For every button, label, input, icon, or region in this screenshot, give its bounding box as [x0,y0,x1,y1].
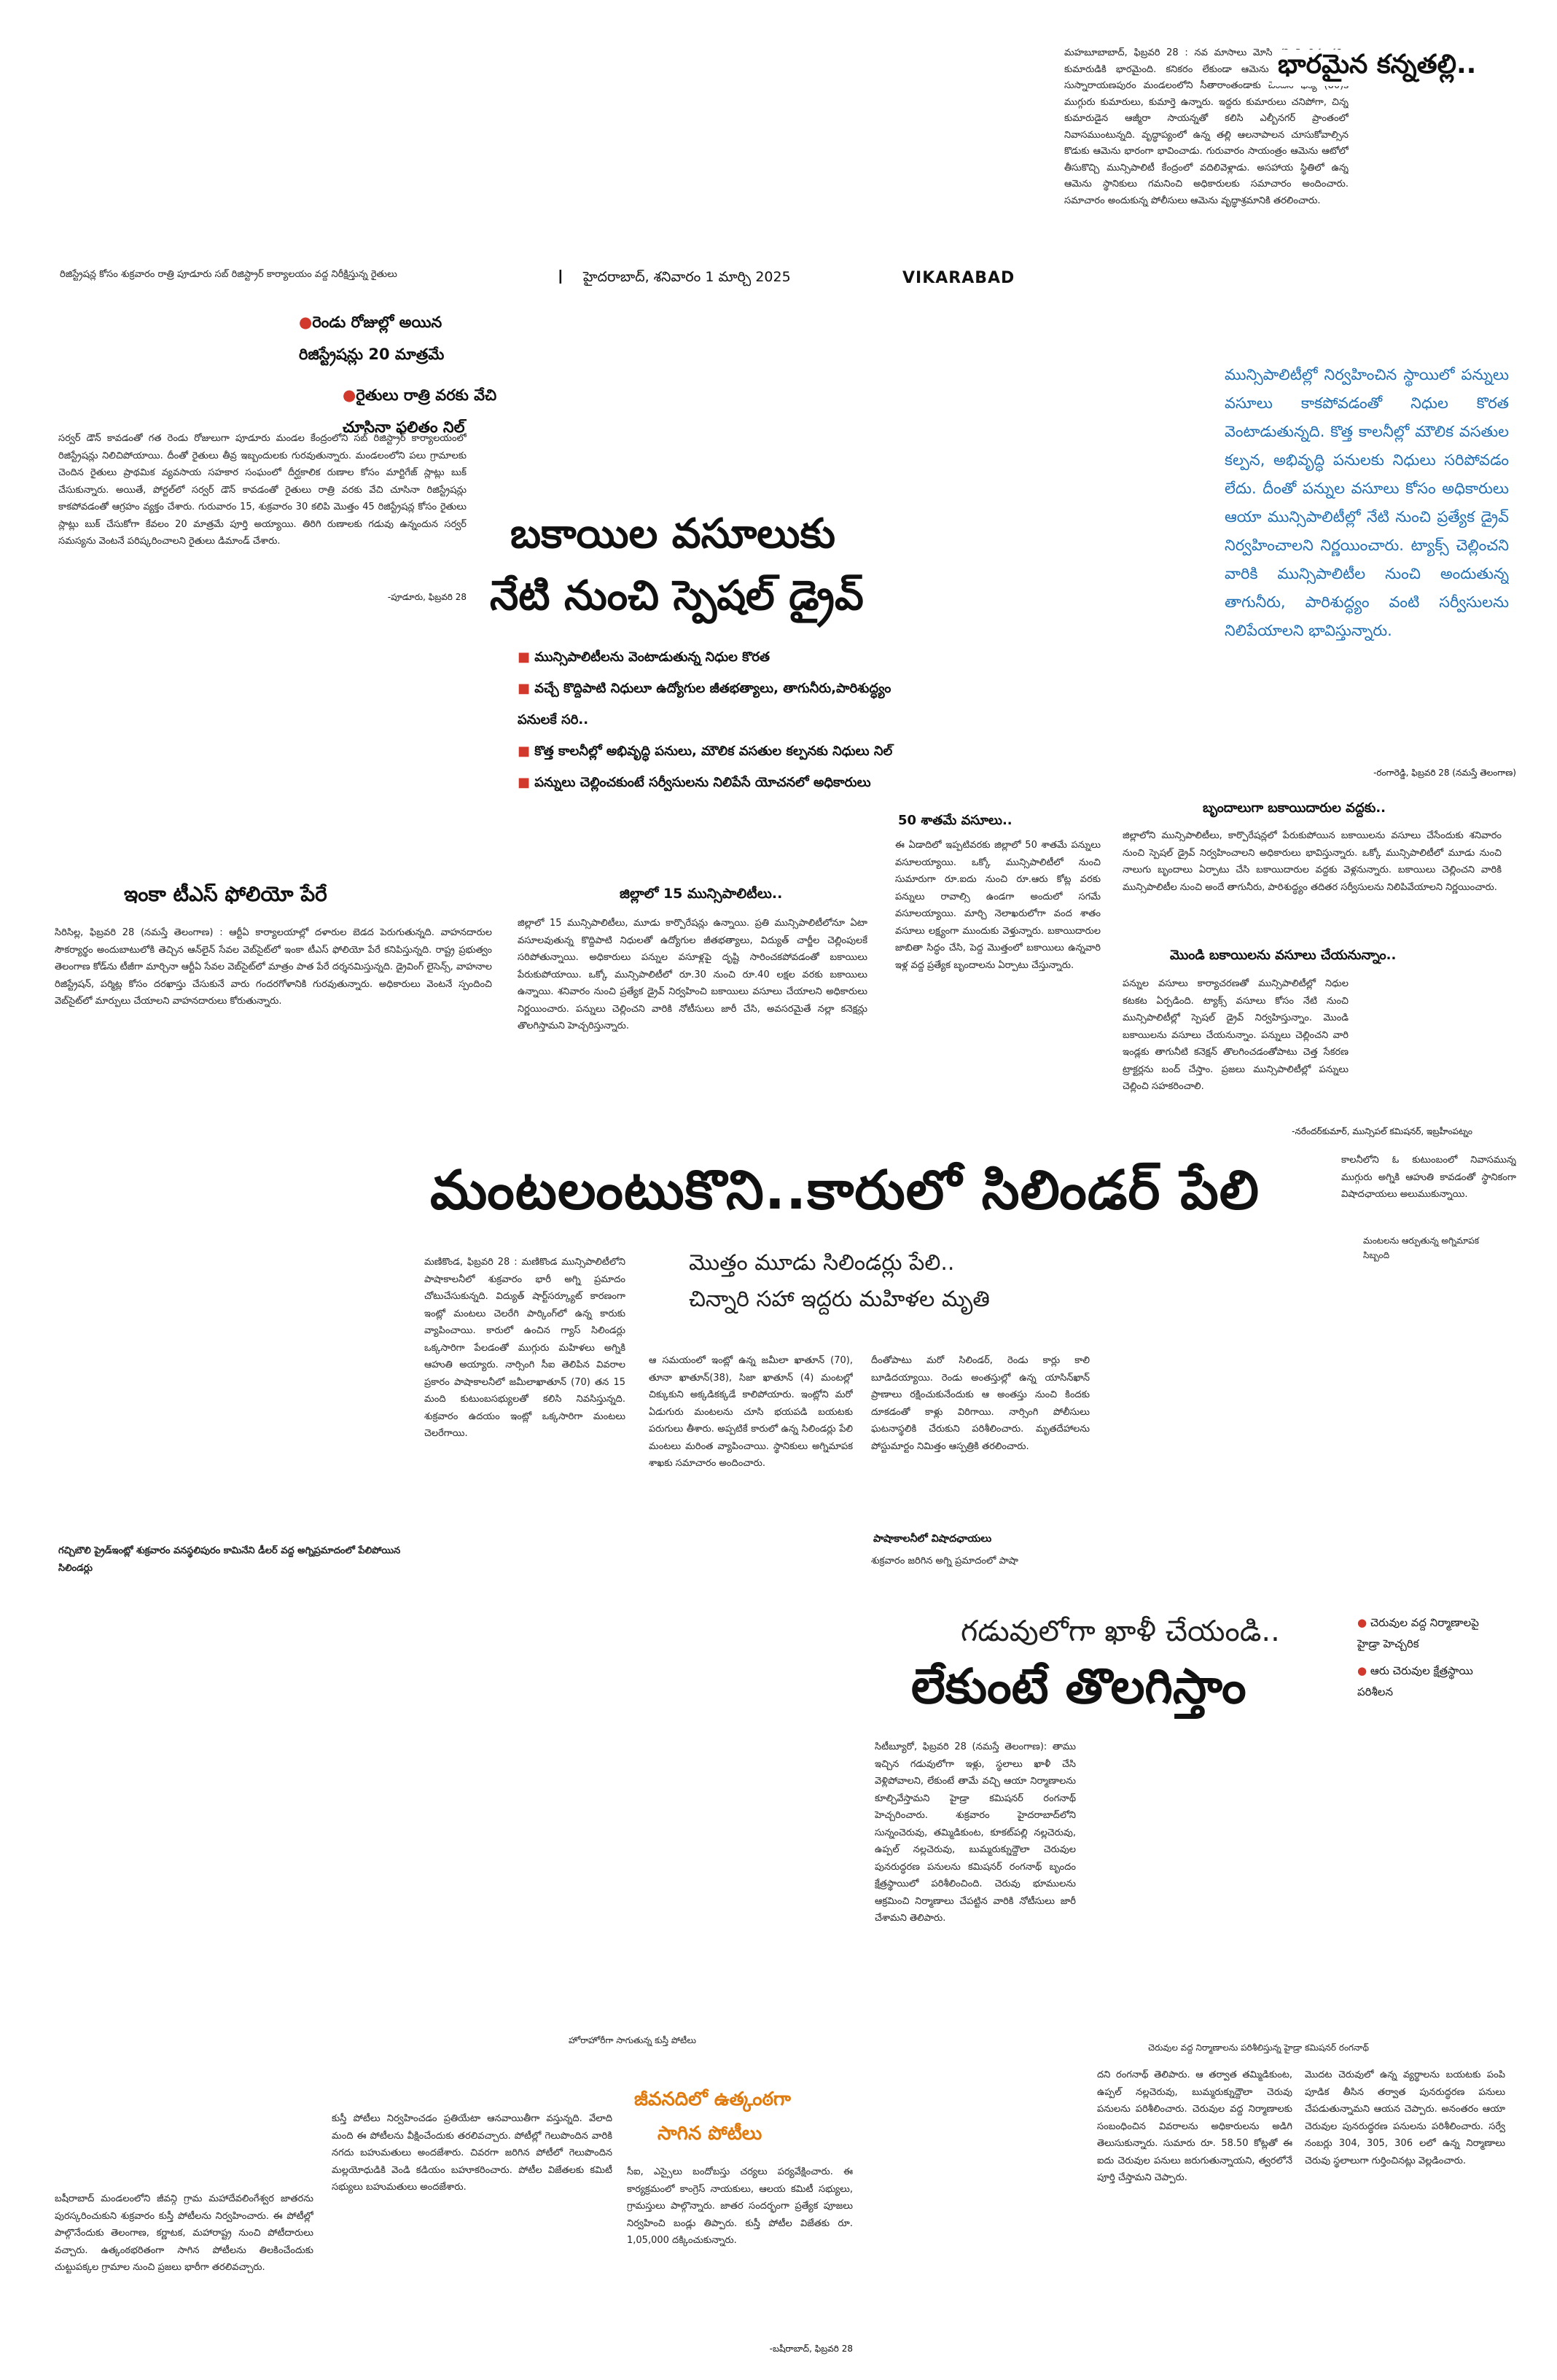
bullet-dot-icon: ■ [518,649,535,665]
lakes-title-1: గడువులోగా ఖాళీ చేయండి.. [961,1615,1280,1648]
blue-story-byline: -రంగారెడ్డి, ఫిబ్రవరి 28 (నమస్తే తెలంగాణ… [1373,768,1516,778]
ts-folio-title: ఇంకా టీఎస్‌ ఫోలియో పేరే [124,882,327,906]
date-line: హైదరాబాద్‌, శనివారం 1 మార్చి 2025 [583,269,791,285]
bullet-dot-icon: ■ [518,775,535,790]
blue-story-body: మున్సిపాలిటీల్లో నిర్వహించిన స్థాయిలో పన… [1225,366,1509,639]
registration-photo-2 [44,612,496,860]
bullet-dot-icon: ● [1357,1616,1370,1629]
registration-bullet-text: రైతులు రాత్రి వరకు వేచి చూసినా ఫలితం నిల… [343,386,497,436]
lakes-body-3: మొదట చెరువులో ఉన్న వ్యర్థాలను బయటకు పంపి… [1305,2069,1505,2166]
lakes-photo-caption: చెరువుల వద్ద నిర్మాణాలను పరిశీలిస్తున్న … [1148,2042,1369,2053]
kusti-title-2: సాగిన పోటీలు [657,2123,762,2145]
kusti-photo-caption: హోరాహోరీగా సాగుతున్న కుస్తీ పోటీలు [569,2035,696,2045]
teams-subhead: బృందాలుగా బకాయిదారుల వద్దకు.. [1203,800,1386,816]
lakes-photo [1093,1742,1502,2037]
kusti-photo [44,1615,853,2030]
kusti-body-3: సీఐ, ఎస్సైలు బందోబస్తు చర్యలు పర్యవేక్షి… [627,2166,853,2246]
arrears-bullet: ■ మున్సిపాలిటీలను వెంటాడుతున్న నిధుల కొర… [518,649,770,665]
bullet-dot-icon: ● [343,386,356,404]
fire-side-text: కాలనీలోని ఓ కుటుంబంలో నివాసమున్న ముగ్గుర… [1341,1155,1516,1200]
arrears-bullet: ■ కొత్త కాలనీల్లో అభివృద్ధి పనులు, మౌలిక… [518,744,893,759]
teams-subhead-2: మొండి బకాయిలను వసూలు చేయనున్నాం.. [1170,948,1397,963]
fire-body-1: మణికొండ, ఫిబ్రవరి 28 : మణికొండ మున్సిపాల… [424,1257,625,1439]
mother-story-title: భారమైన కన్నతల్లి.. [1272,50,1477,86]
arrears-title-line2: నేటి నుంచి స్పెషల్‌ డ్రైవ్‌ [490,572,864,620]
bullet-dot-icon: ■ [518,744,535,759]
fire-subhead-1: మొత్తం మూడు సిలిండర్లు పేలి.. [689,1250,955,1276]
registration-bullet-1: ●రెండు రోజుల్లో అయిన రిజిస్ట్రేషన్లు 20 … [299,306,488,370]
lakes-bullet: ● చెరువుల వద్ద నిర్మాణాలపై హైడ్రా హెచ్చర… [1357,1616,1479,1650]
page-mark: I [558,267,563,289]
lakes-bullets: ● చెరువుల వద్ద నిర్మాణాలపై హైడ్రా హెచ్చర… [1357,1612,1503,1703]
arrears-subhead: జిల్లాలో 15 మున్సిపాలిటీలు.. [620,886,783,902]
kusti-body-1: బషీరాబాద్‌ మండలంలోని జీవన్గి గ్రామ మహాదే… [55,2193,313,2273]
fire-subhead-3: పాషాకాలనీలో విషాదఛాయలు [873,1533,992,1545]
registration-photo [44,286,292,402]
arrears-subhead-2: 50 శాతమే వసూలు.. [898,813,1012,828]
teams-byline: -నరేందర్‌కుమార్‌, మున్సిపల్‌ కమిషనర్‌, ఇ… [1292,1126,1472,1136]
lakes-body-1: సిటీబ్యూరో, ఫిబ్రవరి 28 (నమస్తే తెలంగాణ)… [875,1741,1076,1924]
lakes-title-2: లేకుంటే తొలగిస్తాం [911,1658,1246,1714]
mother-story-body: మహబూబాబాద్‌, ఫిబ్రవరి 28 : నవ మాసాలు మోస… [1064,47,1349,206]
registration-bullet-text: రెండు రోజుల్లో అయిన రిజిస్ట్రేషన్లు 20 మ… [299,313,445,363]
bullet-dot-icon: ● [299,313,313,331]
fire-body-3: దీంతోపాటు మరో సిలిండర్‌, రెండు కార్లు కా… [871,1355,1090,1452]
fire-title: మంటలంటుకొని..కారులో సిలిండర్‌ పేలి [430,1159,1260,1222]
teams-body: జిల్లాలోని మున్సిపాలిటీలు, కార్పొరేషన్లల… [1123,830,1502,893]
arrears-bullet: ■ పన్నులు చెల్లించకుంటే సర్వీసులను నిలిప… [518,775,871,790]
edition-label: VIKARABAD [902,269,1015,287]
fire-body-2: ఆ సమయంలో ఇంట్లో ఉన్న జమీలా ఖాతూన్‌ (70),… [649,1355,853,1469]
bullet-dot-icon: ■ [518,681,535,696]
fire-side-caption: మంటలను ఆర్పుతున్న అగ్నిమాపక సిబ్బంది [1363,1236,1480,1260]
ts-folio-body: సిరిసిల్ల, ఫిబ్రవరి 28 (నమస్తే తెలంగాణ) … [55,927,492,1007]
arrears-bullets: ■ మున్సిపాలిటీలను వెంటాడుతున్న నిధుల కొర… [518,641,897,798]
fire-side-photo [1341,1210,1516,1232]
teams-body-2: పన్నుల వసూలు కార్యాచరణతో మున్సిపాలిటీల్ల… [1123,978,1349,1092]
kusti-body-2: కుస్తీ పోటీలు నిర్వహించడం ప్రతియేటా ఆనవా… [332,2113,612,2193]
bullet-dot-icon: ● [1357,1664,1370,1677]
fire-photo [44,1246,401,1538]
arrears-title-line1: బకాయిల వసూలుకు [510,510,835,558]
registration-byline: -పూడూరు, ఫిబ్రవరి 28 [387,592,467,602]
kusti-title-1: జీవనదిలో ఉత్కంఠగా [634,2088,791,2110]
lakes-body-2: దని రంగనాథ్‌ తెలిపారు. ఆ తర్వాత తమ్మిడిక… [1097,2069,1292,2183]
lakes-bullet: ● ఆరు చెరువుల క్షేత్రస్థాయి పరిశీలన [1357,1664,1473,1698]
commissioner-photo [1362,980,1500,1119]
registration-bullet-2: ●రైతులు రాత్రి వరకు వేచి చూసినా ఫలితం ని… [343,379,503,443]
registration-body: సర్వర్‌ డౌన్‌ కావడంతో గత రెండు రోజులుగా … [58,433,467,547]
registration-caption: రిజిస్ట్రేషన్ల కోసం శుక్రవారం రాత్రి పూడ… [60,269,397,280]
fire-photo-caption: గచ్చిబౌలి ప్రైడ్‌ఇంట్లో శుక్రవారం వనస్థల… [58,1545,401,1574]
arrears-body-1: జిల్లాలో 15 మున్సిపాలిటీలు, మూడు కార్పొర… [518,918,867,1031]
arrears-body-2: ఈ ఏడాదిలో ఇప్పటివరకు జిల్లాలో 50 శాతమే ప… [895,840,1101,971]
fire-subhead-2: చిన్నారి సహా ఇద్దరు మహిళల మృతి [689,1287,990,1312]
arrears-bullet: ■ వచ్చే కొద్దిపాటి నిధులూ ఉద్యోగుల జీతభత… [518,681,891,727]
kusti-byline: -బషీరాబాద్‌, ఫిబ్రవరి 28 [769,2344,853,2354]
fire-body-4: శుక్రవారం జరిగిన అగ్ని ప్రమాదంలో పాషా [871,1556,1018,1566]
